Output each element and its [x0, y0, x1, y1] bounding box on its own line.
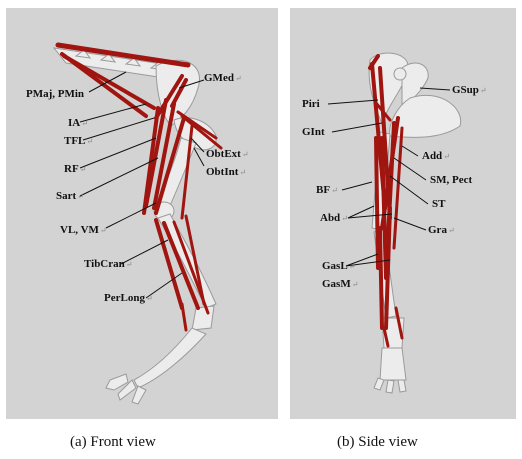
- label-piri: Piri: [302, 98, 320, 110]
- label-abd: Abd↵: [320, 212, 348, 225]
- front-view-illustration: [6, 8, 278, 419]
- front-view-panel: GMed↵ PMaj, PMin IA↵ TFL↵ RF↵ ObtExt↵ Ob…: [6, 8, 278, 419]
- label-pmaj-pmin: PMaj, PMin: [26, 88, 84, 100]
- side-view-panel: GSup↵ Piri GInt Add↵ SM, Pect BF↵ ST Abd…: [290, 8, 516, 419]
- label-vl-vm: VL, VM↵: [60, 224, 107, 237]
- label-add: Add↵: [422, 150, 450, 163]
- label-sart: Sart↵: [56, 190, 84, 203]
- label-gra: Gra↵: [428, 224, 455, 237]
- label-st: ST: [432, 198, 445, 210]
- label-tibcran: TibCran↵: [84, 258, 132, 271]
- label-gsup: GSup↵: [452, 84, 487, 97]
- label-gasl: GasL↵: [322, 260, 355, 273]
- label-gint: GInt: [302, 126, 325, 138]
- label-bf: BF↵: [316, 184, 338, 197]
- label-ia: IA↵: [68, 117, 88, 130]
- label-sm-pect: SM, Pect: [430, 174, 472, 186]
- label-obtext: ObtExt↵: [206, 148, 249, 161]
- caption-side-view: (b) Side view: [337, 434, 418, 451]
- label-gasm: GasM↵: [322, 278, 358, 291]
- label-obtint: ObtInt↵: [206, 166, 246, 179]
- label-rf: RF↵: [64, 163, 86, 176]
- caption-front-view: (a) Front view: [70, 434, 156, 451]
- label-gmed: GMed↵: [204, 72, 242, 85]
- label-perlong: PerLong↵: [104, 292, 153, 305]
- label-tfl: TFL↵: [64, 135, 93, 148]
